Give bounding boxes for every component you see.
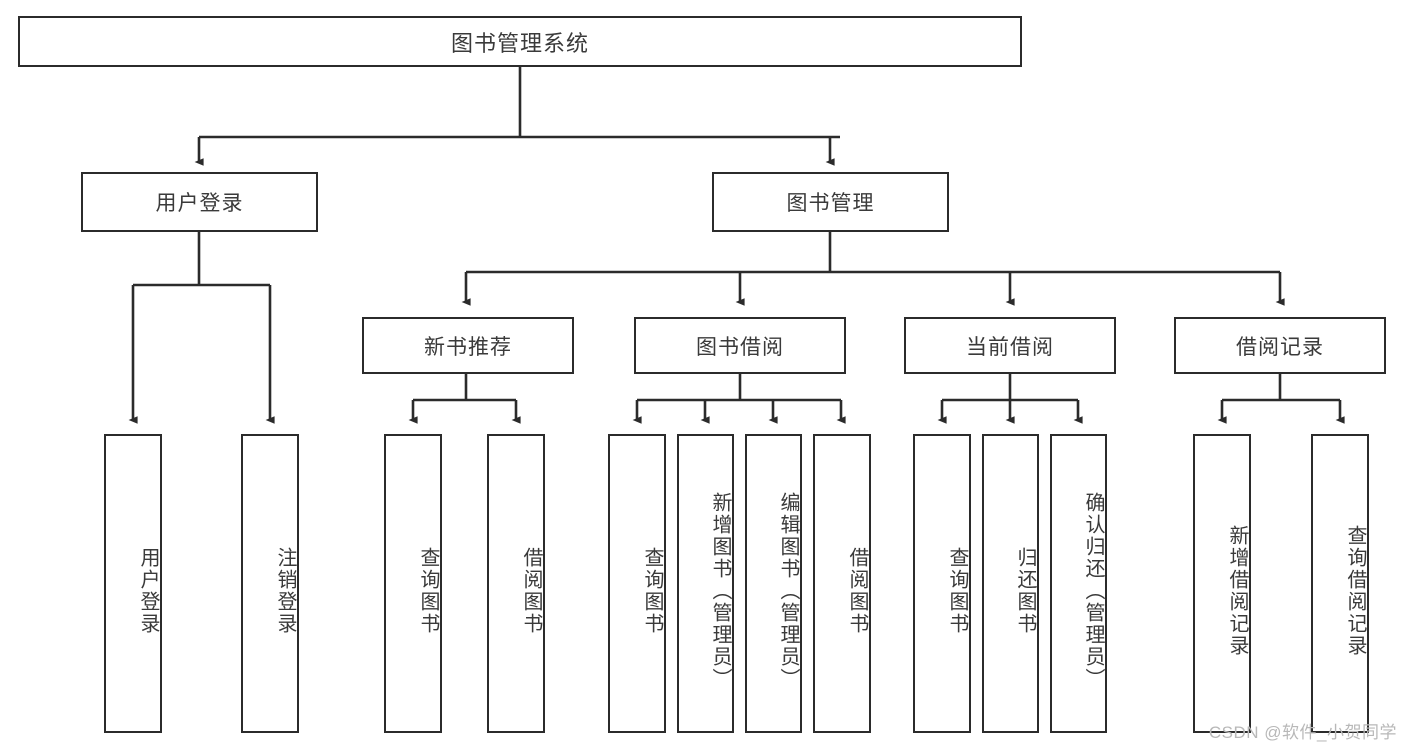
leaf-edit-book-admin[interactable]: 编辑图书（管理员） bbox=[745, 434, 802, 733]
node-label: 查询借阅记录 bbox=[1344, 524, 1366, 657]
leaf-add-book-admin[interactable]: 新增图书（管理员） bbox=[677, 434, 734, 733]
node-label: 图书管理系统 bbox=[450, 30, 589, 56]
leaf-user-login[interactable]: 用户登录 bbox=[104, 434, 162, 733]
node-label: 归还图书 bbox=[1014, 546, 1036, 635]
node-label: 新增借阅记录 bbox=[1226, 524, 1248, 657]
leaf-add-borrow-record[interactable]: 新增借阅记录 bbox=[1193, 434, 1251, 733]
node-label: 借阅图书 bbox=[520, 546, 542, 635]
leaf-return-books[interactable]: 归还图书 bbox=[982, 434, 1039, 733]
csdn-watermark: CSDN @软件_小贺同学 bbox=[1208, 723, 1397, 742]
leaf-borrow-books-borrowing[interactable]: 借阅图书 bbox=[813, 434, 871, 733]
node-book-management[interactable]: 图书管理 bbox=[712, 172, 949, 232]
node-borrowing-record[interactable]: 借阅记录 bbox=[1174, 317, 1386, 374]
node-label: 借阅图书 bbox=[846, 546, 868, 635]
leaf-logout[interactable]: 注销登录 bbox=[241, 434, 299, 733]
node-label: 用户登录 bbox=[137, 546, 159, 635]
node-root-system[interactable]: 图书管理系统 bbox=[18, 16, 1022, 67]
node-label: 查询图书 bbox=[946, 546, 968, 635]
node-label: 用户登录 bbox=[155, 192, 244, 215]
leaf-query-borrow-record[interactable]: 查询借阅记录 bbox=[1311, 434, 1369, 733]
leaf-confirm-return-admin[interactable]: 确认归还（管理员） bbox=[1050, 434, 1107, 733]
node-label: 借阅记录 bbox=[1236, 335, 1324, 359]
leaf-borrow-books-recommendation[interactable]: 借阅图书 bbox=[487, 434, 545, 733]
node-label: 查询图书 bbox=[417, 546, 439, 635]
node-new-book-recommendation[interactable]: 新书推荐 bbox=[362, 317, 574, 374]
node-current-borrowing[interactable]: 当前借阅 bbox=[904, 317, 1116, 374]
node-label: 新增图书（管理员） bbox=[709, 491, 731, 690]
node-label: 查询图书 bbox=[641, 546, 663, 635]
leaf-query-books-borrowing[interactable]: 查询图书 bbox=[608, 434, 666, 733]
leaf-query-books-recommendation[interactable]: 查询图书 bbox=[384, 434, 442, 733]
node-label: 确认归还（管理员） bbox=[1082, 491, 1104, 690]
node-label: 新书推荐 bbox=[424, 335, 512, 359]
node-label: 注销登录 bbox=[274, 546, 296, 635]
node-label: 当前借阅 bbox=[966, 335, 1054, 359]
node-label: 图书管理 bbox=[786, 192, 875, 215]
node-book-borrowing[interactable]: 图书借阅 bbox=[634, 317, 846, 374]
leaf-query-books-current[interactable]: 查询图书 bbox=[913, 434, 971, 733]
node-label: 图书借阅 bbox=[696, 335, 784, 359]
node-label: 编辑图书（管理员） bbox=[777, 491, 799, 690]
node-user-login[interactable]: 用户登录 bbox=[81, 172, 318, 232]
